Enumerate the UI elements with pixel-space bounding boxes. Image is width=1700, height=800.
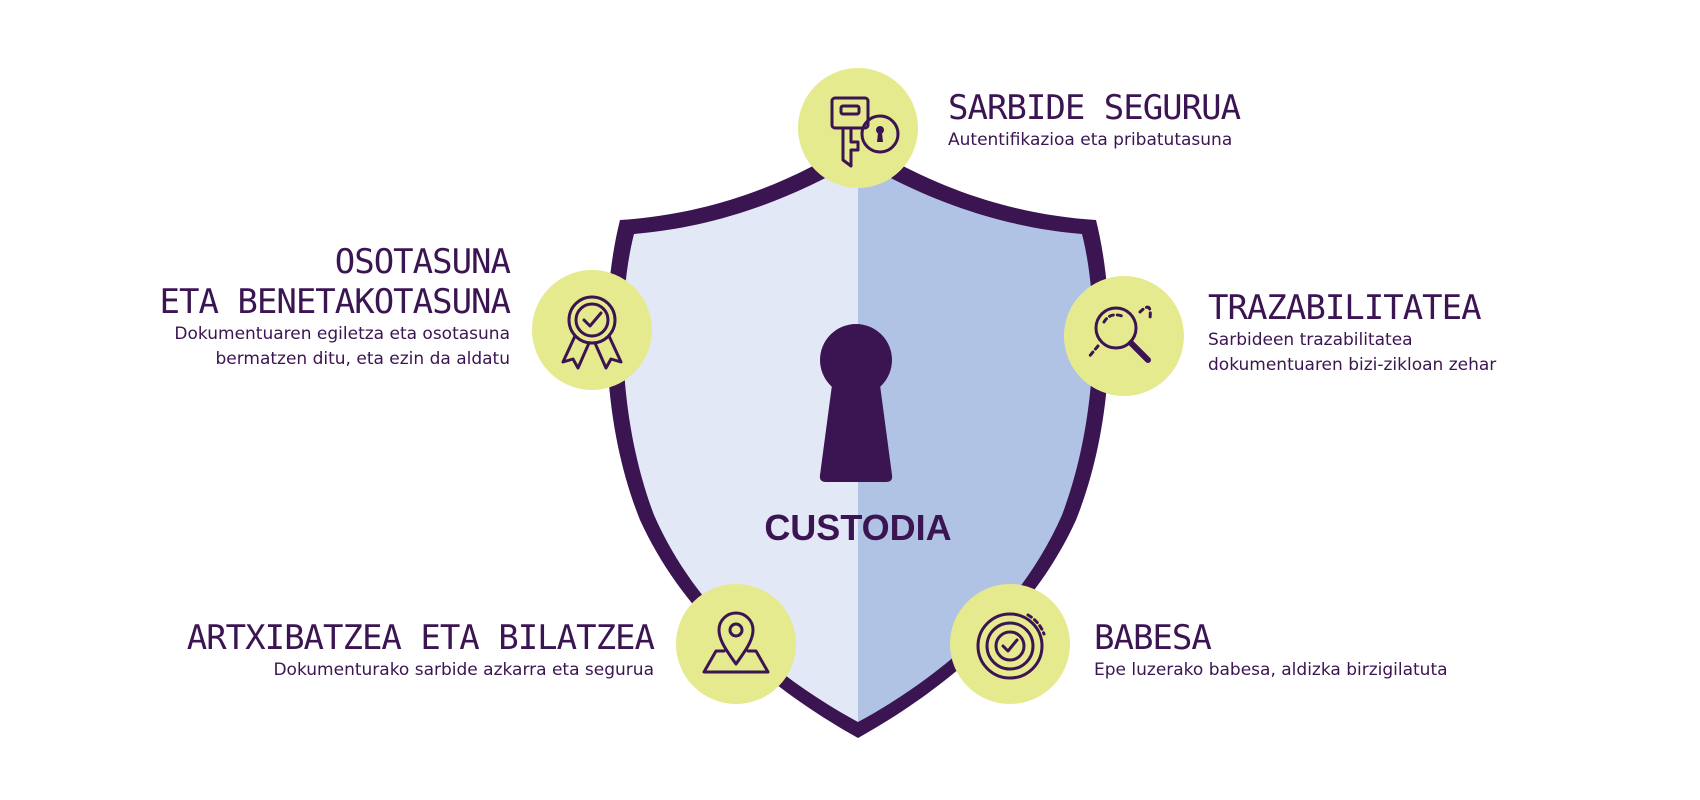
feature-title-line: ETA BENETAKOTASUNA — [159, 282, 511, 322]
feature-description: Dokumentuaren egiletza eta osotasuna ber… — [160, 322, 510, 372]
feature-description: Dokumenturako sarbide azkarra eta seguru… — [273, 660, 654, 680]
shield-left-half — [622, 160, 858, 722]
map-pin-icon — [702, 611, 770, 674]
feature-description-line: dokumentuaren bizi-zikloan zehar — [1208, 355, 1497, 375]
feature-description-line: bermatzen ditu, eta ezin da aldatu — [215, 349, 510, 369]
center-label: CUSTODIA — [764, 507, 951, 548]
trazabilitatea-circle — [1064, 276, 1184, 396]
feature-artxibatzea: ARTXIBATZEA ETA BILATZEA Dokumenturako s… — [186, 618, 655, 683]
babesa-circle — [950, 584, 1070, 704]
feature-sarbide: SARBIDE SEGURUA Autentifikazioa eta prib… — [948, 88, 1241, 153]
shield-right-half — [858, 160, 1094, 722]
feature-title-line: OSOTASUNA — [334, 242, 511, 282]
feature-title: SARBIDE SEGURUA — [948, 88, 1241, 128]
feature-title: OSOTASUNA ETA BENETAKOTASUNA — [159, 242, 511, 322]
sarbide-circle — [798, 68, 918, 188]
feature-osotasuna: OSOTASUNA ETA BENETAKOTASUNA Dokumentuar… — [159, 242, 511, 372]
feature-description: Autentifikazioa eta pribatutasuna — [948, 130, 1233, 150]
feature-babesa: BABESA Epe luzerako babesa, aldizka birz… — [1094, 618, 1448, 683]
feature-description-line: Sarbideen trazabilitatea — [1208, 330, 1413, 350]
feature-description: Epe luzerako babesa, aldizka birzigilatu… — [1094, 660, 1448, 680]
seal-check-icon — [976, 612, 1046, 680]
keyhole-icon — [819, 324, 893, 482]
artxibatzea-circle — [676, 584, 796, 704]
feature-title: BABESA — [1094, 618, 1212, 658]
magnifier-trace-icon — [1086, 305, 1152, 363]
feature-title: TRAZABILITATEA — [1208, 288, 1482, 328]
feature-description: Sarbideen trazabilitatea dokumentuaren b… — [1208, 328, 1496, 378]
award-ribbon-icon — [561, 295, 623, 370]
feature-title: ARTXIBATZEA ETA BILATZEA — [186, 618, 655, 658]
feature-description-line: Dokumentuaren egiletza eta osotasuna — [174, 324, 510, 344]
feature-trazabilitatea: TRAZABILITATEA Sarbideen trazabilitatea … — [1208, 288, 1496, 378]
osotasuna-circle — [532, 270, 652, 390]
key-lock-icon — [830, 96, 900, 168]
